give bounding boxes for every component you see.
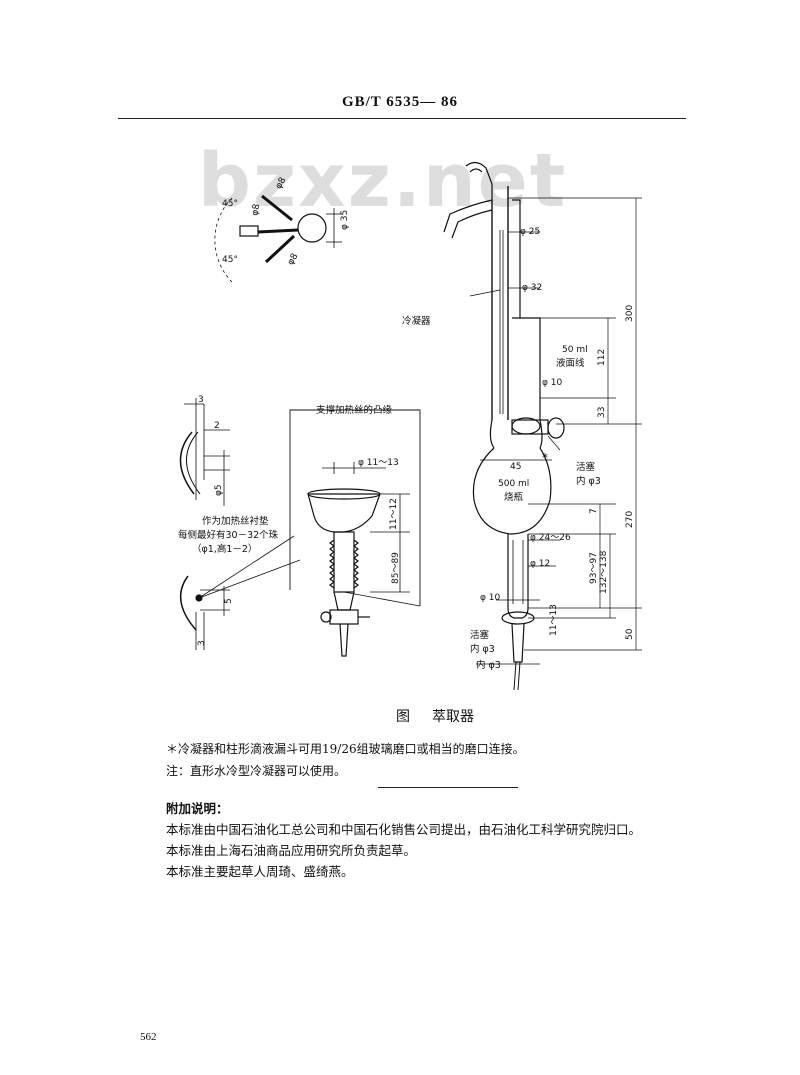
level-line-2: 液面线 (556, 357, 585, 369)
dia-8a: φ8 (274, 176, 289, 191)
dim-24-26: φ 24～26 (530, 533, 571, 543)
dim-3b: 3 (197, 640, 207, 646)
level-line-1: 50 ml (562, 345, 588, 355)
dim-270: 270 (625, 511, 635, 528)
dim-11-13: φ 11～13 (358, 458, 399, 468)
note-line: 注：直形水冷型冷凝器可以使用。 (166, 764, 347, 778)
dim-33: 33 (597, 407, 607, 418)
stopcock-2-dia: 内 φ3 (470, 643, 495, 655)
dim-phi5: φ5 (214, 484, 224, 496)
dia-35: φ 35 (340, 210, 350, 230)
dim-3a: 3 (198, 395, 204, 405)
bead-note-2: 每侧最好有30－32个珠 (178, 529, 279, 541)
dim-50: 50 (625, 628, 635, 640)
dim-85-89: 85～89 (391, 552, 401, 584)
standard-number: GB/T 6535— 86 (341, 94, 459, 110)
appendix-line: 本标准由中国石油化工总公司和中国石化销售公司提出，由石油化工科学研究院归口。 (166, 822, 642, 837)
dropping-funnel (289, 409, 421, 657)
stopcock-1-dia: 内 φ3 (576, 475, 601, 487)
dim-45: 45 (510, 462, 521, 472)
star-mark: * (542, 451, 548, 465)
dim-112: 112 (597, 349, 607, 366)
dim-2: 2 (214, 421, 220, 431)
dim-12: φ 12 (530, 559, 550, 569)
dim-10a: φ 10 (542, 378, 563, 388)
main-apparatus (443, 161, 642, 691)
flask-label: 烧瓶 (504, 491, 524, 503)
appendix-line: 本标准主要起草人周琦、盛绮燕。 (166, 864, 354, 879)
header-rule (118, 118, 686, 119)
section-rule (378, 787, 518, 788)
angle-a: 45° (222, 199, 238, 209)
dim-300: 300 (625, 305, 635, 322)
bead-note-1: 作为加热丝衬垫 (202, 515, 269, 527)
figure-caption-title: 萃取器 (432, 709, 474, 725)
condenser-label: 冷凝器 (402, 315, 431, 327)
stopcock-1-label: 活塞 (576, 461, 596, 473)
angle-b: 45° (222, 255, 238, 265)
figure-caption: 图 萃取器 (396, 706, 474, 726)
bead-detail (179, 398, 301, 650)
dim-7: 7 (589, 508, 599, 514)
stopcock-detail (214, 194, 342, 283)
figure-caption-label: 图 (396, 709, 410, 725)
dia-8c: φ8 (286, 252, 301, 267)
stopcock-2-label: 活塞 (470, 629, 490, 641)
dim-32: φ 32 (522, 283, 542, 293)
dim-132-138: 132～138 (599, 550, 609, 594)
dim-10b: φ 10 (480, 593, 501, 603)
appendix: 附加说明： 本标准由中国石油化工总公司和中国石化销售公司提出，由石油化工科学研究… (166, 798, 641, 882)
bead-note-3: （φ1,高1－2） (192, 543, 257, 555)
watermark: bzxz.net (198, 138, 568, 224)
dim-11-13b: 11～13 (549, 604, 559, 636)
flask-capacity: 500 ml (498, 479, 529, 489)
page-number: 562 (140, 1031, 157, 1043)
appendix-line: 本标准由上海石油商品应用研究所负责起草。 (166, 843, 417, 858)
dia-8b: φ8 (250, 203, 262, 216)
dim-25: φ 25 (520, 227, 540, 237)
dim-5: 5 (224, 598, 234, 604)
appendix-title: 附加说明： (166, 801, 229, 816)
dim-93-97: 93～97 (589, 552, 599, 584)
extractor-figure: 45° 45° φ8 φ8 φ8 φ 35 3 2 φ5 5 3 作为加热丝衬垫… (178, 161, 642, 691)
tip-dia: 内 φ3 (476, 659, 501, 671)
support-flange-label: 支撑加热丝的凸缘 (316, 404, 393, 416)
dim-11-12: 11～12 (389, 498, 399, 530)
star-footnote: ＊冷凝器和柱形滴液漏斗可用19/26组玻璃磨口或相当的磨口连接。 (166, 742, 525, 756)
